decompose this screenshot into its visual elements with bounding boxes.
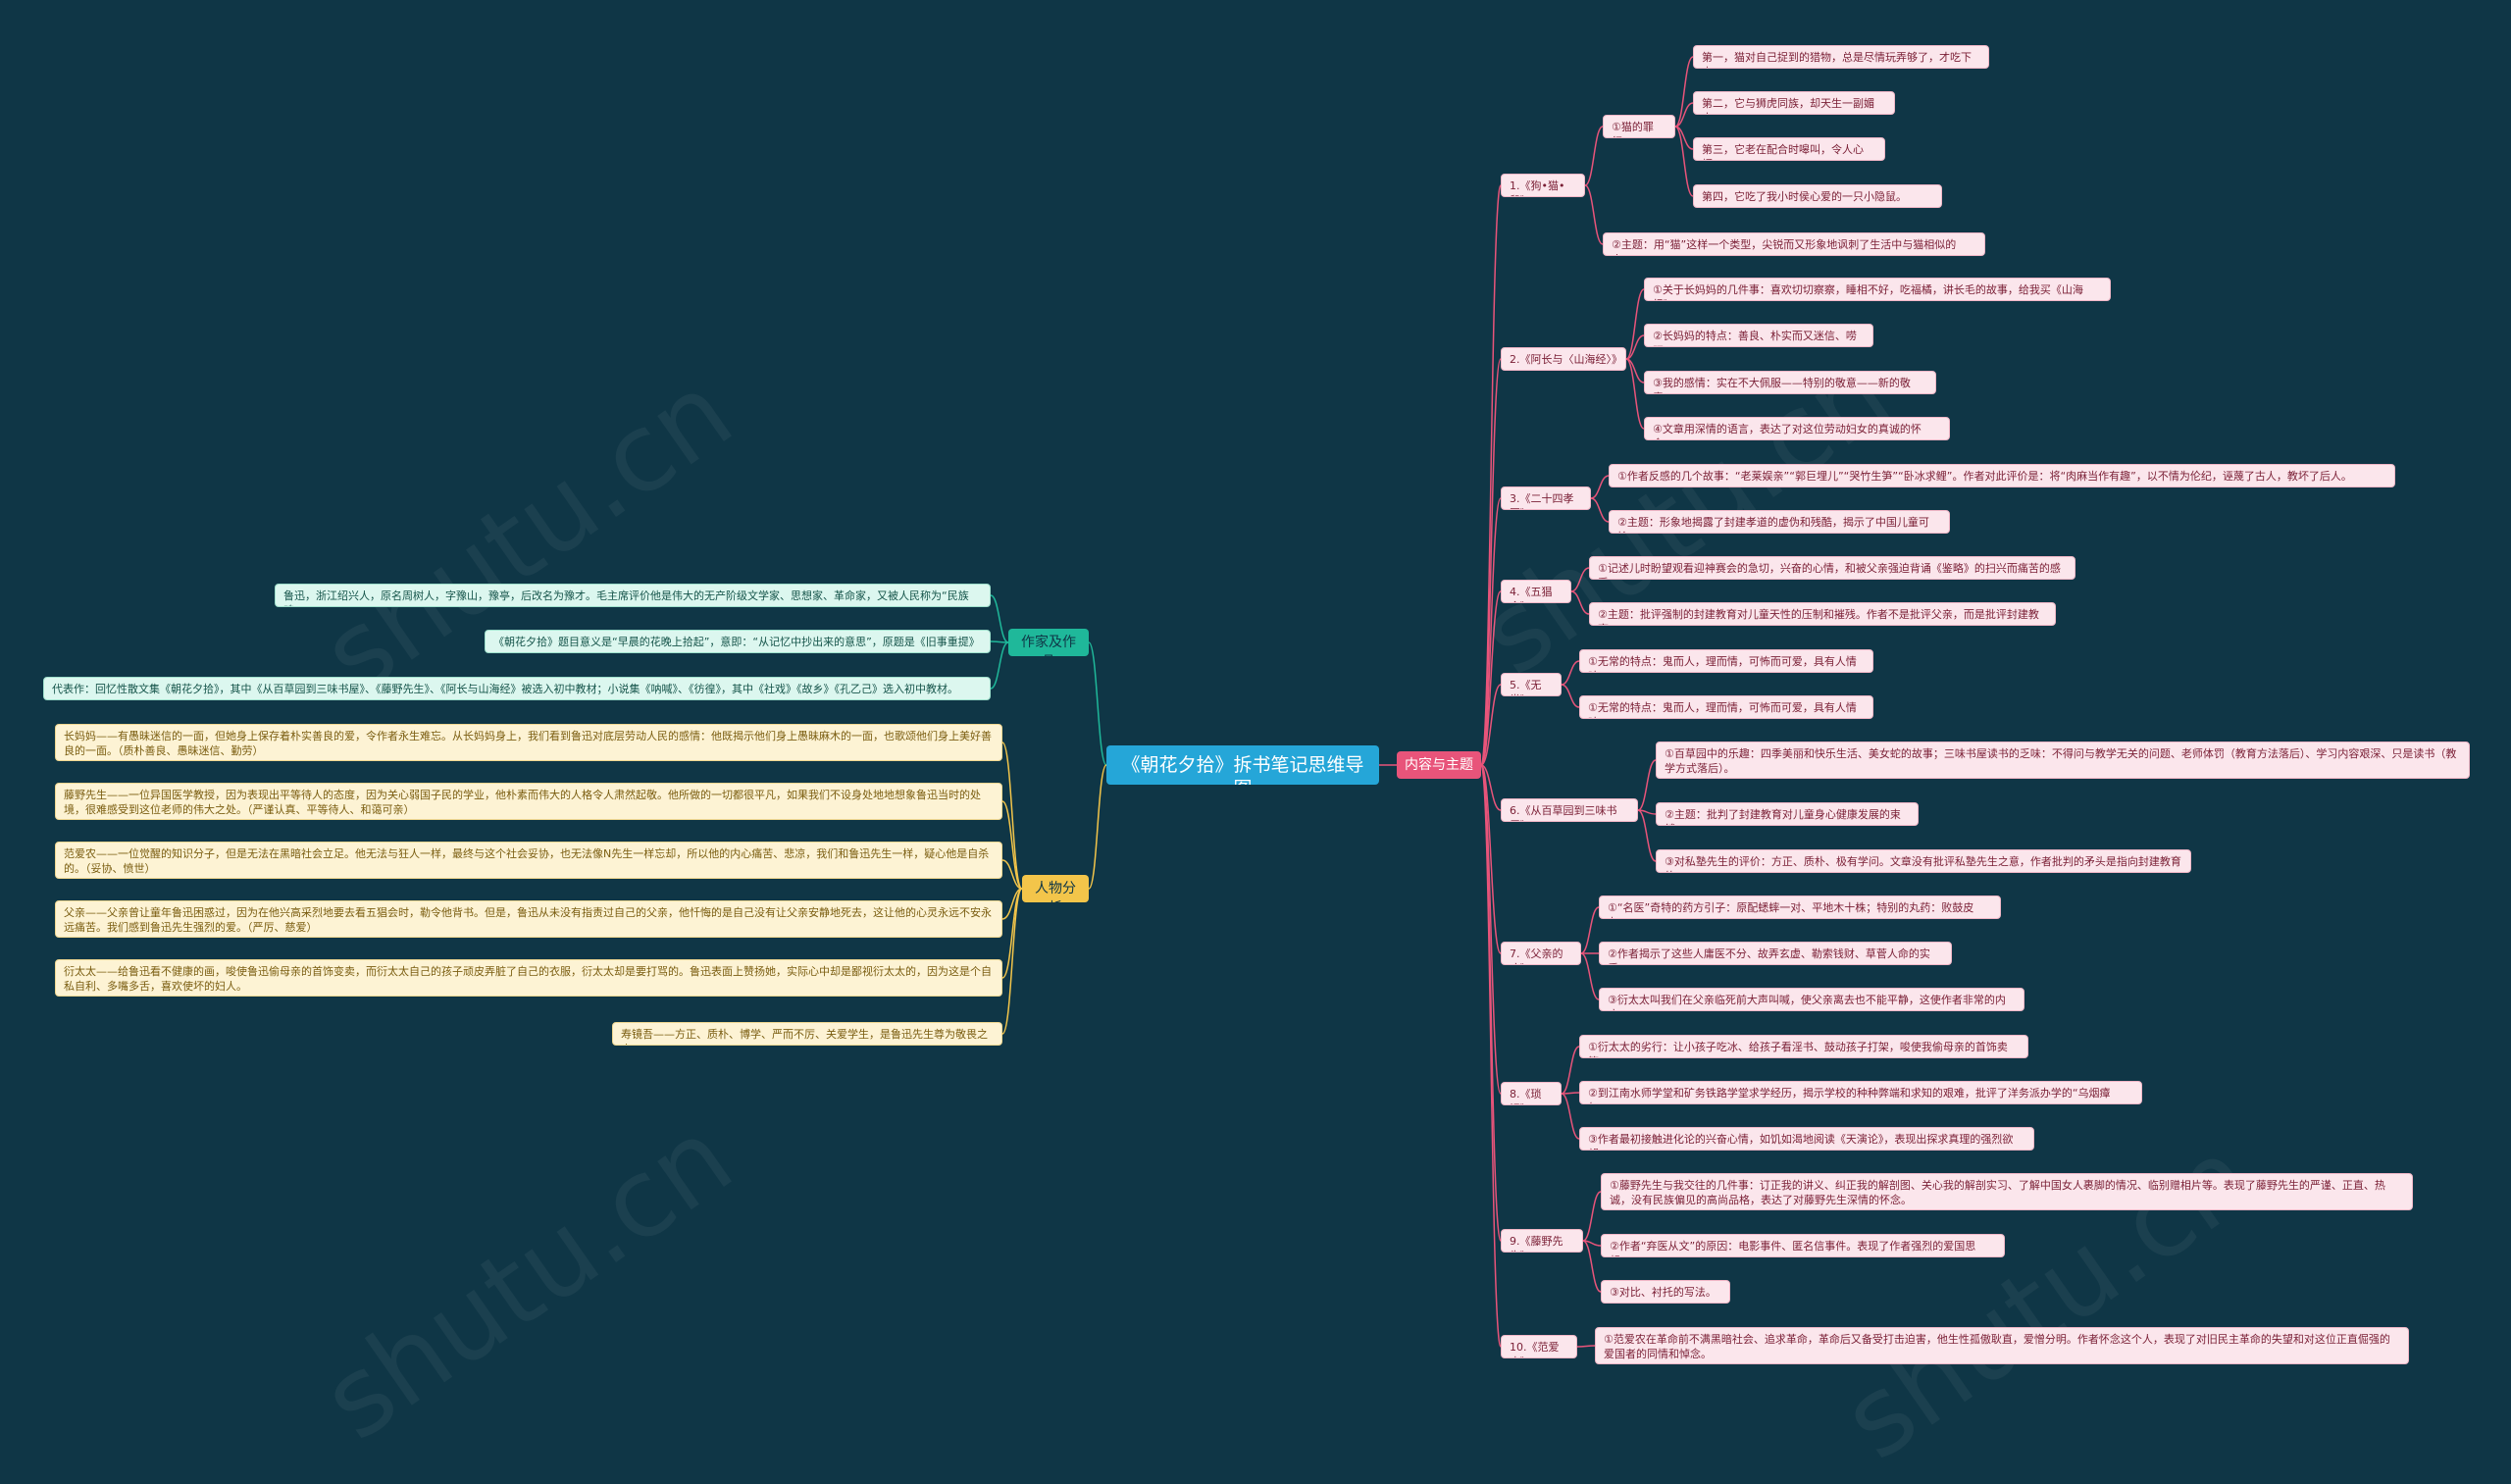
connector-line [1088,764,1107,890]
connector-line [1001,742,1023,890]
content-item-7[interactable]: 7.《父亲的病》 [1501,942,1581,965]
connector-line [1674,102,1694,128]
content-item-4[interactable]: 4.《五猖会》 [1501,580,1571,603]
item7-sub-1[interactable]: ①“名医”奇特的药方引子：原配蟋蟀一对、平地木十株；特别的丸药：败鼓皮丸。 [1599,896,2001,919]
item7-sub-3[interactable]: ③衍太太叫我们在父亲临死前大声叫喊，使父亲离去也不能平静，这使作者非常的内疚。 [1599,988,2024,1011]
connector-line [1580,952,1600,1000]
character-item-yantaitai[interactable]: 衍太太——给鲁迅看不健康的画，唆使鲁迅偷母亲的首饰变卖，而衍太太自己的孩子顽皮弄… [55,959,1002,997]
connector-line [1088,641,1107,766]
connector-line [1001,859,1023,890]
content-item-6[interactable]: 6.《从百草园到三味书屋》 [1501,798,1638,822]
branch-character-analysis[interactable]: 人物分析 [1022,875,1089,902]
item9-sub-3[interactable]: ③对比、衬托的写法。 [1601,1280,1730,1304]
item7-sub-2[interactable]: ②作者揭示了这些人庸医不分、故弄玄虚、勒索钱财、草菅人命的实质。 [1599,942,1952,965]
cat-sin-2[interactable]: 第二，它与狮虎同族，却天生一副媚态； [1693,91,1895,115]
connector-line [1584,184,1604,245]
item2-sub-1[interactable]: ①关于长妈妈的几件事：喜欢切切察察，睡相不好，吃福橘，讲长毛的故事，给我买《山海… [1644,278,2111,301]
content-item-8[interactable]: 8.《琐记》 [1501,1082,1562,1105]
content-item-1[interactable]: 1.《狗•猫•鼠》 [1501,174,1585,197]
connector-line [1001,800,1023,890]
item3-sub-1[interactable]: ①作者反感的几个故事：“老莱娱亲”“郭巨埋儿”“哭竹生笋”“卧冰求鲤”。作者对此… [1609,464,2395,487]
connector-line [1570,590,1590,615]
item8-sub-3[interactable]: ③作者最初接触进化论的兴奋心情，如饥如渴地阅读《天演论》，表现出探求真理的强烈欲… [1579,1127,2034,1151]
character-item-changmama[interactable]: 长妈妈——有愚昧迷信的一面，但她身上保存着朴实善良的爱，令作者永生难忘。从长妈妈… [55,724,1002,761]
connector-line [1561,660,1580,686]
character-item-father[interactable]: 父亲——父亲曾让童年鲁迅困惑过，因为在他兴高采烈地要去看五猖会时，勒令他背书。但… [55,900,1002,938]
character-item-fujiye[interactable]: 藤野先生——一位异国医学教授，因为表现出平等待人的态度，因为关心弱国子民的学业，… [55,783,1002,820]
connector-line [1637,759,1657,811]
item6-sub-2[interactable]: ②主题：批判了封建教育对儿童身心健康发展的束缚。 [1656,802,1919,826]
item3-sub-2[interactable]: ②主题：形象地揭露了封建孝道的虚伪和残酷，揭示了中国儿童可怜。 [1609,510,1950,534]
connector-line [1480,764,1502,1242]
connector-line [1674,126,1694,197]
content-item-9[interactable]: 9.《藤野先生》 [1501,1229,1583,1253]
item9-sub-2[interactable]: ②作者“弃医从文”的原因：电影事件、匿名信事件。表现了作者强烈的爱国思想。 [1601,1234,2005,1257]
item1-sub-theme[interactable]: ②主题：用“猫”这样一个类型，尖锐而又形象地讽刺了生活中与猫相似的人。 [1603,232,1985,256]
connector-line [1561,1046,1580,1095]
item2-sub-3[interactable]: ③我的感情：实在不大佩服——特别的敬意——新的敬意。 [1644,371,1936,394]
connector-line [1584,126,1604,186]
connector-line [1590,475,1610,499]
cat-sin-3[interactable]: 第三，它老在配合时嗥叫，令人心烦； [1693,137,1885,161]
connector-line [1625,334,1645,360]
mindmap-links [990,56,1694,1348]
connector-line [1637,809,1657,862]
item6-sub-3[interactable]: ③对私塾先生的评价：方正、质朴、极有学问。文章没有批评私塾先生之意，作者批判的矛… [1656,849,2191,873]
item9-sub-1[interactable]: ①藤野先生与我交往的几件事：订正我的讲义、纠正我的解剖图、关心我的解剖实习、了解… [1601,1173,2413,1210]
connector-line [1625,358,1645,430]
connector-line [1001,888,1023,1035]
item8-sub-2[interactable]: ②到江南水师学堂和矿务铁路学堂求学经历，揭示学校的种种弊端和求知的艰难，批评了洋… [1579,1081,2142,1104]
branch-author-works[interactable]: 作家及作品 [1008,629,1089,656]
content-item-3[interactable]: 3.《二十四孝图》 [1501,486,1591,510]
connector-line [990,594,1009,643]
cat-sin-4[interactable]: 第四，它吃了我小时侯心爱的一只小隐鼠。 [1693,184,1942,208]
author-item-1[interactable]: 鲁迅，浙江绍兴人，原名周树人，字豫山，豫亭，后改名为豫才。毛主席评价他是伟大的无… [275,584,991,607]
connector-line [1480,590,1502,766]
item1-sub-cat-sins[interactable]: ①猫的罪行： [1603,115,1675,138]
item4-sub-1[interactable]: ①记述儿时盼望观看迎神赛会的急切，兴奋的心情，和被父亲强迫背诵《鉴略》的扫兴而痛… [1589,556,2075,580]
connector-line [1561,1093,1580,1140]
connector-line [1480,764,1502,1348]
connector-line [1576,1345,1596,1348]
connector-line [1674,56,1694,128]
connector-line [1625,288,1645,360]
item5-sub-1[interactable]: ①无常的特点：鬼而人，理而情，可怖而可爱，具有人情味。 [1579,649,1873,673]
connector-line [1570,567,1590,592]
content-item-10[interactable]: 10.《范爱农》 [1501,1335,1577,1358]
author-item-3[interactable]: 代表作：回忆性散文集《朝花夕拾》，其中《从百草园到三味书屋》、《藤野先生》、《阿… [43,677,991,700]
item8-sub-1[interactable]: ①衍太太的劣行：让小孩子吃冰、给孩子看淫书、鼓动孩子打架，唆使我偷母亲的首饰卖等… [1579,1035,2028,1058]
item10-sub-1[interactable]: ①范爱农在革命前不满黑暗社会、追求革命，革命后又备受打击迫害，他生性孤傲耿直，爱… [1595,1327,2409,1364]
content-item-5[interactable]: 5.《无常》 [1501,673,1562,696]
content-item-2[interactable]: 2.《阿长与〈山海经〉》 [1501,347,1626,371]
connector-line [1590,497,1610,523]
connector-line [1561,684,1580,708]
connector-line [1480,764,1502,954]
character-item-shoujingwu[interactable]: 寿镜吾——方正、质朴、博学、严而不厉、关爱学生，是鲁迅先生尊为敬畏之人。 [612,1022,1002,1046]
connector-line [1580,906,1600,954]
item2-sub-4[interactable]: ④文章用深情的语言，表达了对这位劳动妇女的真诚的怀念。 [1644,417,1950,440]
branch-content-themes[interactable]: 内容与主题 [1397,751,1481,779]
item2-sub-2[interactable]: ②长妈妈的特点：善良、朴实而又迷信、唠叨。 [1644,324,1873,347]
character-item-fanainong[interactable]: 范爱农——一位觉醒的知识分子，但是无法在黑暗社会立足。他无法与狂人一样，最终与这… [55,842,1002,879]
connector-line [1582,1191,1602,1242]
item5-sub-2[interactable]: ①无常的特点：鬼而人，理而情，可怖而可爱，具有人情味。 [1579,695,1873,719]
connector-line [1480,497,1502,766]
connector-line [1582,1240,1602,1293]
item4-sub-2[interactable]: ②主题：批评强制的封建教育对儿童天性的压制和摧残。作者不是批评父亲，而是批评封建… [1589,602,2056,626]
cat-sin-1[interactable]: 第一，猫对自己捉到的猎物，总是尽情玩弄够了，才吃下去； [1693,45,1989,69]
connector-line [1480,684,1502,766]
connector-line [1480,358,1502,766]
root-topic[interactable]: 《朝花夕拾》拆书笔记思维导图 [1106,745,1379,785]
connector-line [1480,764,1502,811]
author-item-2[interactable]: 《朝花夕拾》题目意义是“早晨的花晚上拾起”，意即：“从记忆中抄出来的意思”，原题… [485,630,991,653]
item6-sub-1[interactable]: ①百草园中的乐趣：四季美丽和快乐生活、美女蛇的故事；三味书屋读书的乏味：不得问与… [1656,742,2470,779]
connector-line [990,641,1009,690]
